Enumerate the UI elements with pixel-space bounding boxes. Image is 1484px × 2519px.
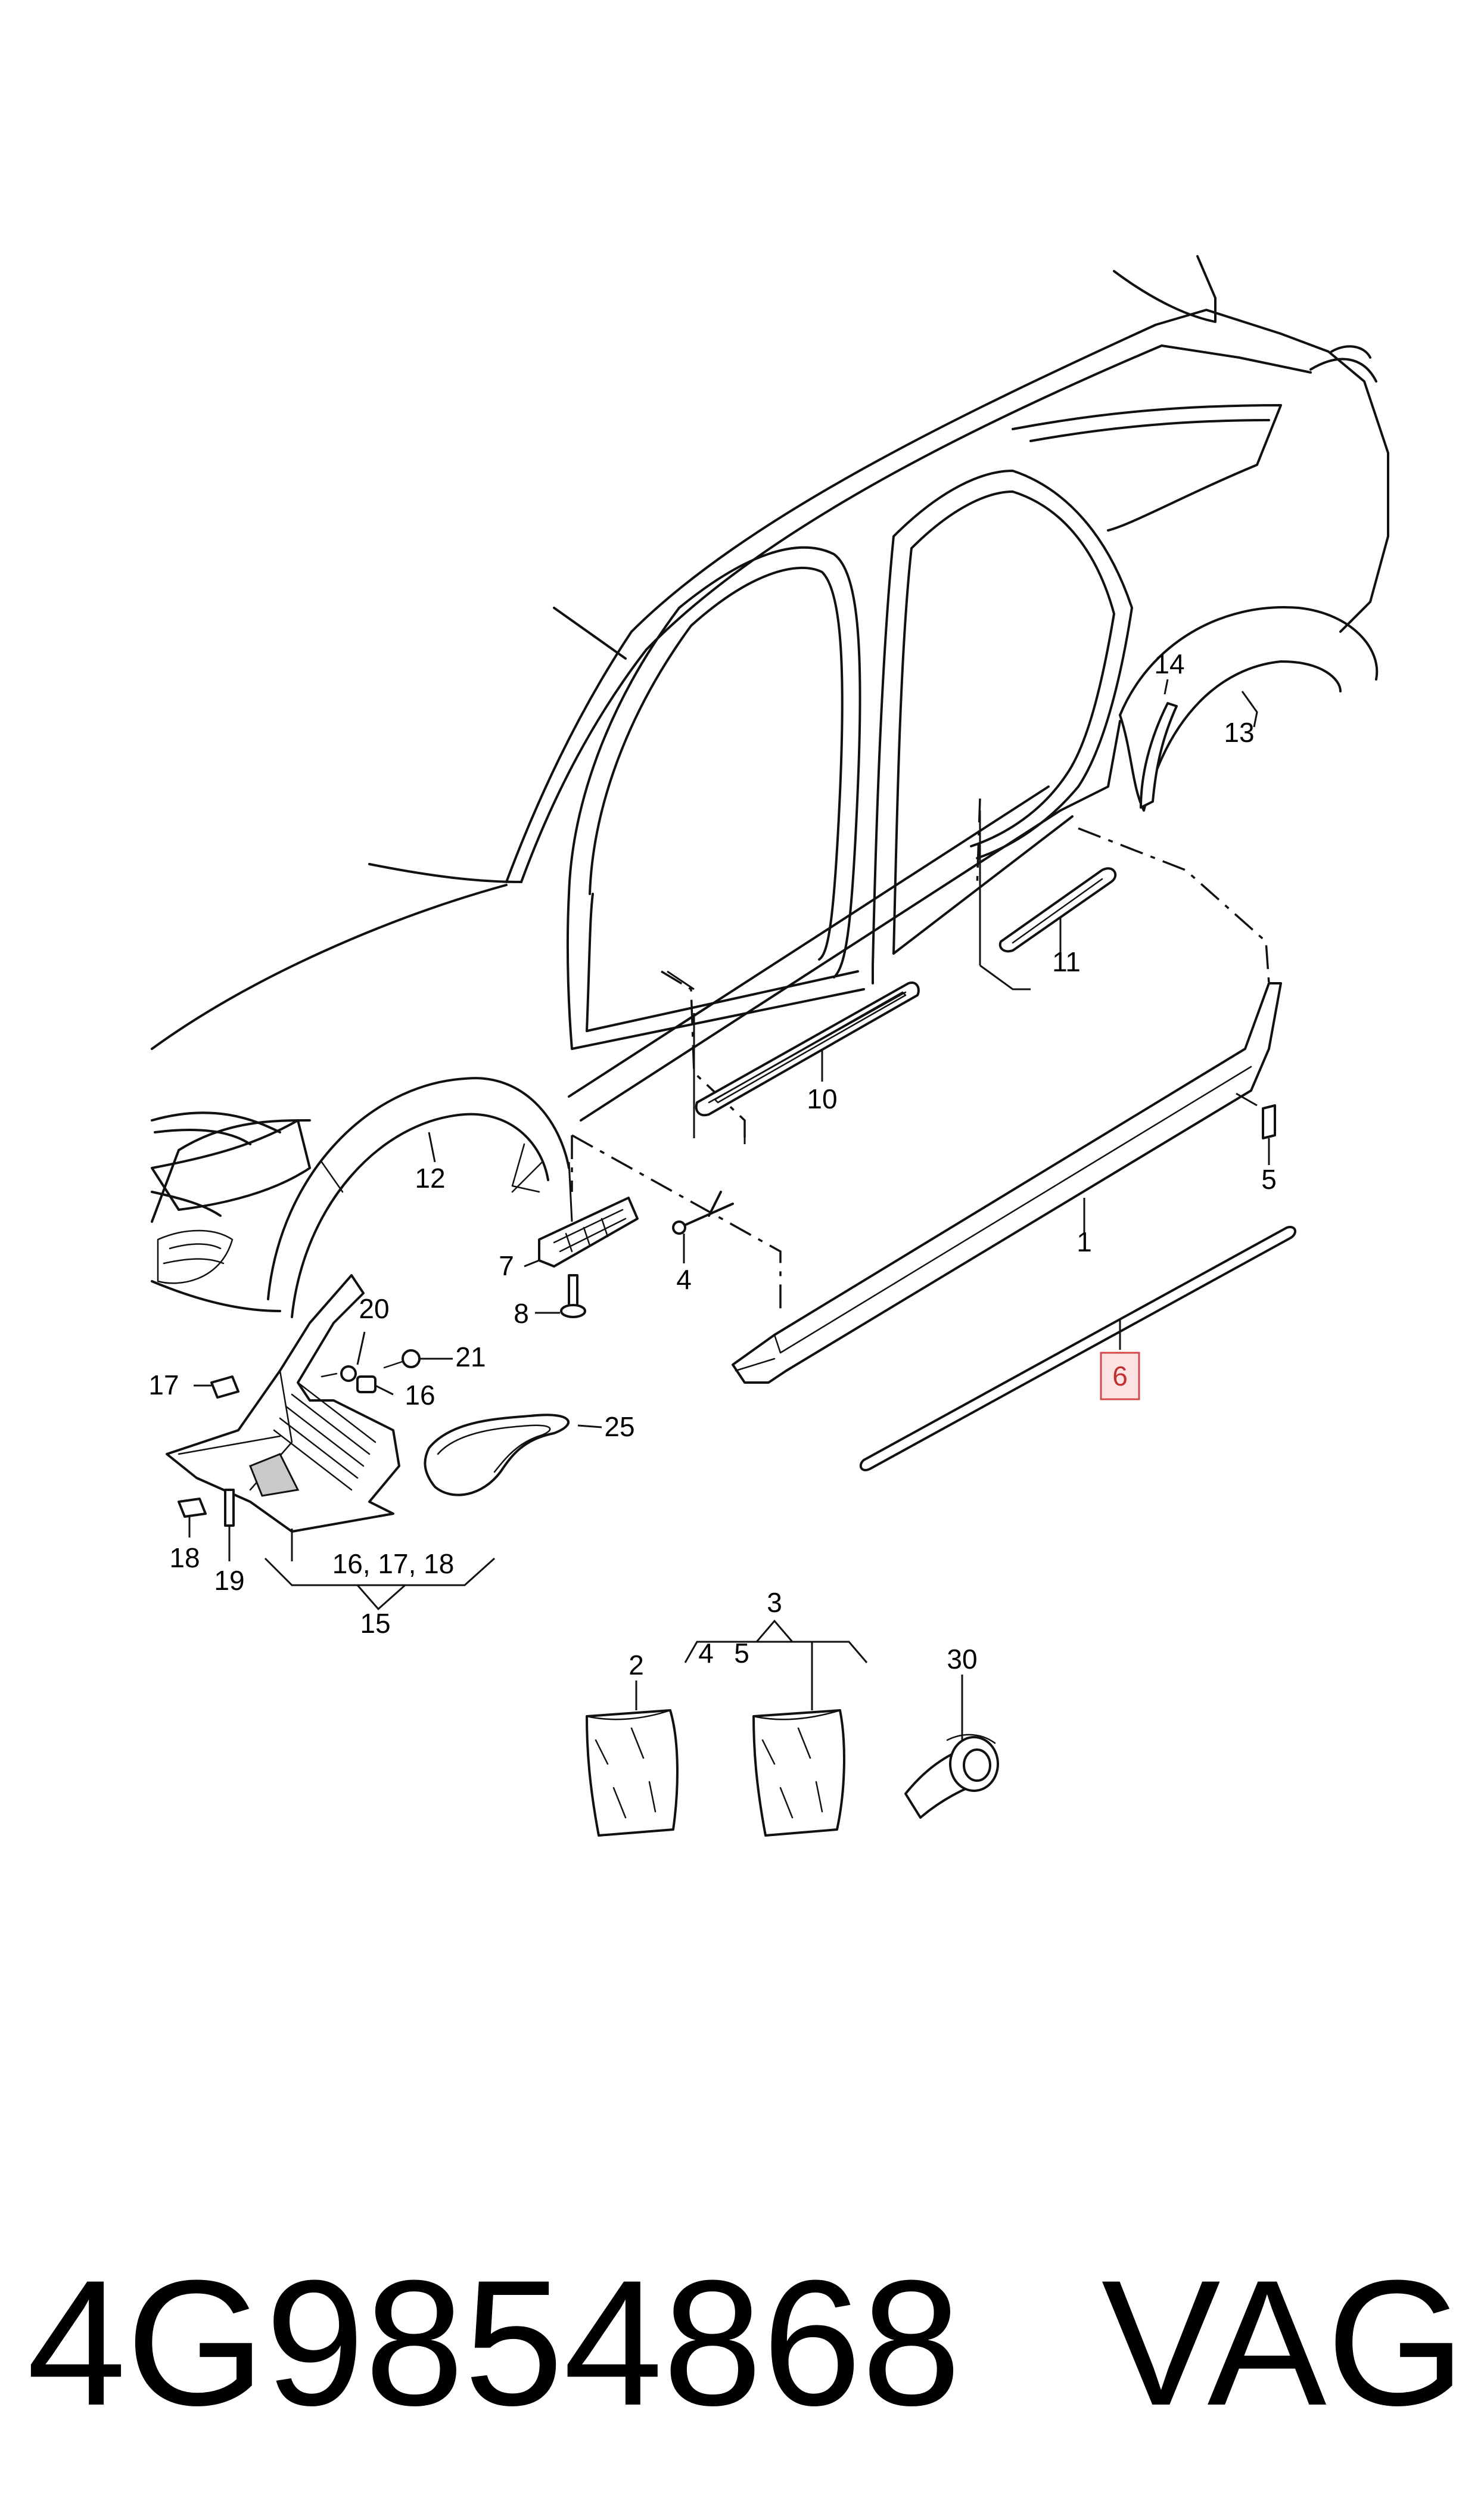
part-30-tape-roll [904,1675,999,1819]
part-16-nut [356,1375,377,1393]
callout-11: 11 [1052,946,1081,977]
callout-10: 10 [807,1083,837,1114]
callout-25: 25 [604,1411,634,1442]
callout-14: 14 [1154,648,1184,679]
callout-20: 20 [359,1293,389,1324]
part-11-rear-sill-plate [979,810,1117,990]
callout-12: 12 [415,1163,445,1194]
callout-5: 5 [1261,1164,1277,1195]
brand-name: VAG [1102,2242,1466,2443]
part-25-seal [424,1414,602,1496]
part-21-screw [402,1349,421,1368]
part-5-clip [1236,1092,1276,1165]
callout-3: 3 [767,1587,782,1618]
part-18-clip [178,1498,207,1518]
part-4-rod [672,1191,734,1263]
part-13-leader [1241,691,1258,728]
callout-18: 18 [169,1542,200,1573]
callout-1: 1 [1077,1226,1092,1257]
part-number: 4G9854868 [27,2242,961,2443]
part-10-front-sill-plate [667,970,920,1144]
part-3-bag [684,1619,868,1837]
callout-3-sub-4: 4 [698,1638,714,1669]
part-14-arch-strip [1140,679,1178,809]
callout-7: 7 [499,1250,514,1281]
highlight-box-6 [1100,1352,1140,1400]
part-1-side-sill-trim [732,982,1282,1384]
callout-2: 2 [629,1650,644,1681]
callout-16: 16 [405,1380,435,1411]
callout-8: 8 [514,1298,529,1329]
callout-19: 19 [214,1565,244,1596]
part-15-wheelhouse-liner [166,1274,400,1533]
callout-17: 17 [148,1369,179,1400]
callout-15: 15 [360,1608,390,1639]
part-2-bag [586,1681,679,1837]
part-17-clip [210,1375,239,1399]
callout-3-sub-5: 5 [734,1638,749,1669]
part-6-molding-strip [859,1226,1296,1471]
callout-16-17-18: 16, 17, 18 [332,1548,455,1579]
part-8-bolt [535,1274,586,1318]
part-19-bolt [224,1489,235,1527]
callout-4: 4 [676,1264,692,1295]
callout-6: 6 [1112,1361,1128,1391]
part-12-leader [428,1132,436,1163]
fasteners [178,1331,496,1611]
callout-13: 13 [1224,717,1254,748]
car-body-outline [151,255,1389,1318]
callout-labels: 1 2 3 4 5 4 5 6 7 8 10 11 12 13 14 15 16… [148,648,1276,1681]
part-7-bracket [524,1161,639,1268]
callout-21: 21 [455,1341,486,1372]
part-20-screw [340,1365,357,1382]
callout-30: 30 [947,1644,977,1675]
